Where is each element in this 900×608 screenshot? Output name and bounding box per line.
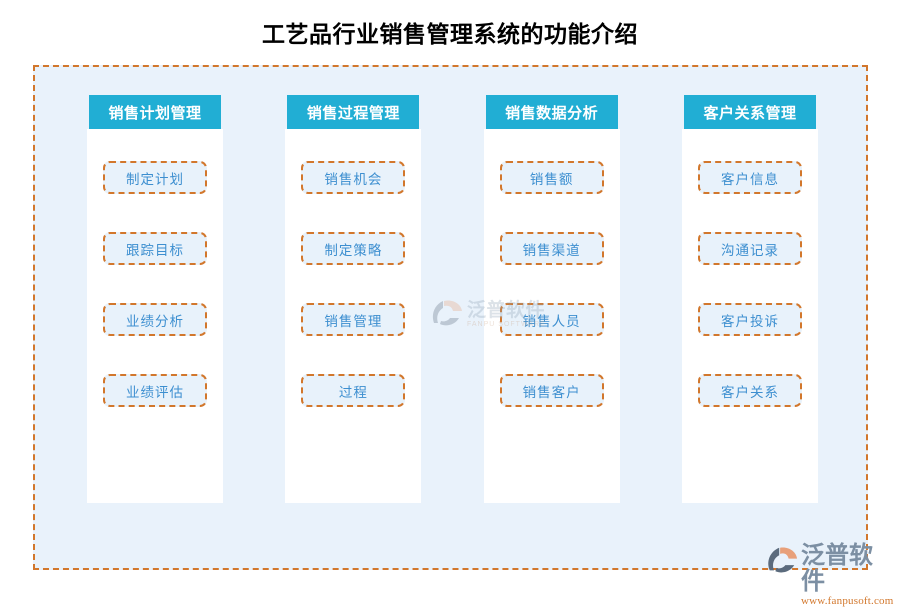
column-header-1: 销售计划管理 [89, 95, 221, 129]
diagram-panel: 销售计划管理 制定计划 跟踪目标 业绩分析 业绩评估 销售过程管理 销售机会 制… [33, 65, 868, 570]
column-body-3: 销售额 销售渠道 销售人员 销售客户 [483, 129, 620, 503]
item-box[interactable]: 销售机会 [301, 161, 406, 194]
item-box[interactable]: 客户投诉 [697, 303, 802, 336]
item-box[interactable]: 制定策略 [301, 232, 406, 265]
column-header-4: 客户关系管理 [683, 95, 816, 129]
item-box[interactable]: 客户信息 [697, 161, 802, 194]
column-body-1: 制定计划 跟踪目标 业绩分析 业绩评估 [87, 129, 223, 503]
item-box[interactable]: 客户关系 [697, 374, 802, 407]
column-customer-relationship-management: 客户关系管理 客户信息 沟通记录 客户投诉 客户关系 [681, 95, 818, 572]
column-sales-process-management: 销售过程管理 销售机会 制定策略 销售管理 过程 [285, 95, 422, 572]
item-box[interactable]: 沟通记录 [697, 232, 802, 265]
column-header-3: 销售数据分析 [485, 95, 618, 129]
fanpu-logo-icon [766, 545, 798, 580]
columns-row: 销售计划管理 制定计划 跟踪目标 业绩分析 业绩评估 销售过程管理 销售机会 制… [35, 67, 870, 572]
item-box[interactable]: 业绩评估 [103, 374, 207, 407]
item-box[interactable]: 跟踪目标 [103, 232, 207, 265]
item-box[interactable]: 业绩分析 [103, 303, 207, 336]
column-body-4: 客户信息 沟通记录 客户投诉 客户关系 [681, 129, 818, 503]
item-box[interactable]: 销售渠道 [499, 232, 604, 265]
item-box[interactable]: 过程 [301, 374, 406, 407]
brand-url: www.fanpusoft.com [801, 595, 894, 607]
item-box[interactable]: 制定计划 [103, 161, 207, 194]
item-box[interactable]: 销售客户 [499, 374, 604, 407]
column-sales-plan-management: 销售计划管理 制定计划 跟踪目标 业绩分析 业绩评估 [87, 95, 223, 572]
brand-name: 泛普软件 [801, 542, 873, 595]
page-title: 工艺品行业销售管理系统的功能介绍 [262, 21, 638, 47]
column-header-2: 销售过程管理 [287, 95, 420, 129]
item-box[interactable]: 销售管理 [301, 303, 406, 336]
brand-logo: 泛普软件 www.fanpusoft.com [766, 543, 896, 607]
column-body-2: 销售机会 制定策略 销售管理 过程 [285, 129, 422, 503]
brand-logo-text: 泛普软件 www.fanpusoft.com [801, 543, 896, 608]
item-box[interactable]: 销售额 [499, 161, 604, 194]
item-box[interactable]: 销售人员 [499, 303, 604, 336]
column-sales-data-analysis: 销售数据分析 销售额 销售渠道 销售人员 销售客户 [483, 95, 620, 572]
